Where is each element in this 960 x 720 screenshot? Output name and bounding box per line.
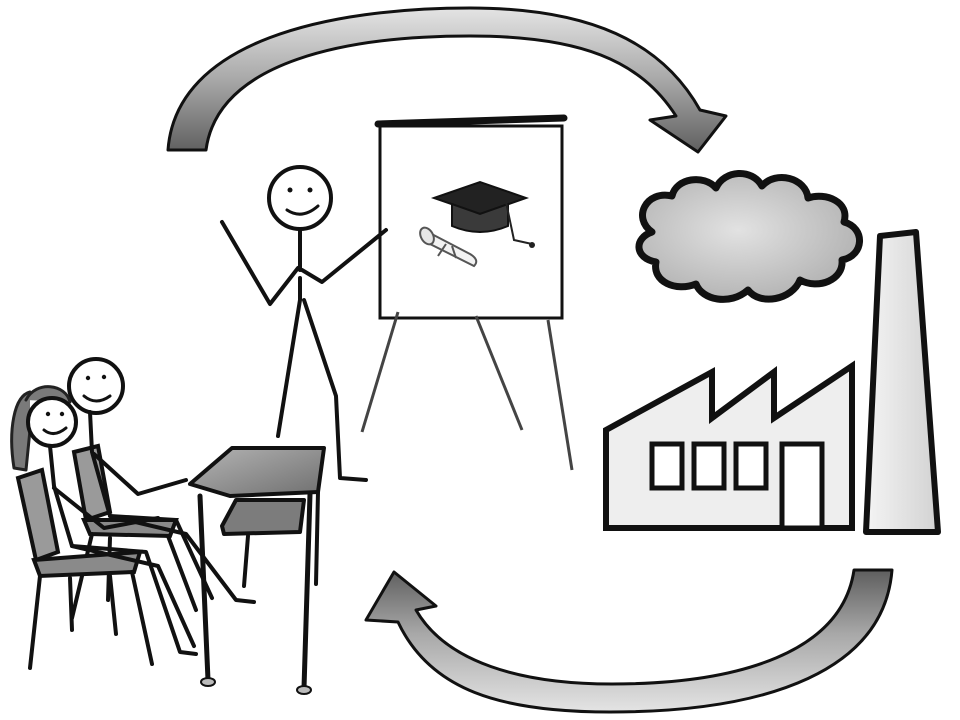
diploma-scroll-icon (419, 226, 478, 268)
school-desk-icon (188, 446, 326, 695)
student-stick-figure-icon (67, 357, 256, 604)
cycle-arrow-bottom-icon (364, 568, 894, 714)
teacher-stick-figure-icon (220, 165, 388, 482)
factory-icon (603, 360, 855, 531)
flipchart-easel-icon (360, 114, 574, 471)
graduation-cap-icon (430, 180, 535, 248)
smokestack-icon (863, 229, 941, 535)
smoke-cloud-icon (635, 170, 863, 303)
student-stick-figure-icon (10, 385, 198, 656)
cycle-arrow-top-icon (166, 6, 728, 154)
school-chair-icon (15, 467, 154, 670)
